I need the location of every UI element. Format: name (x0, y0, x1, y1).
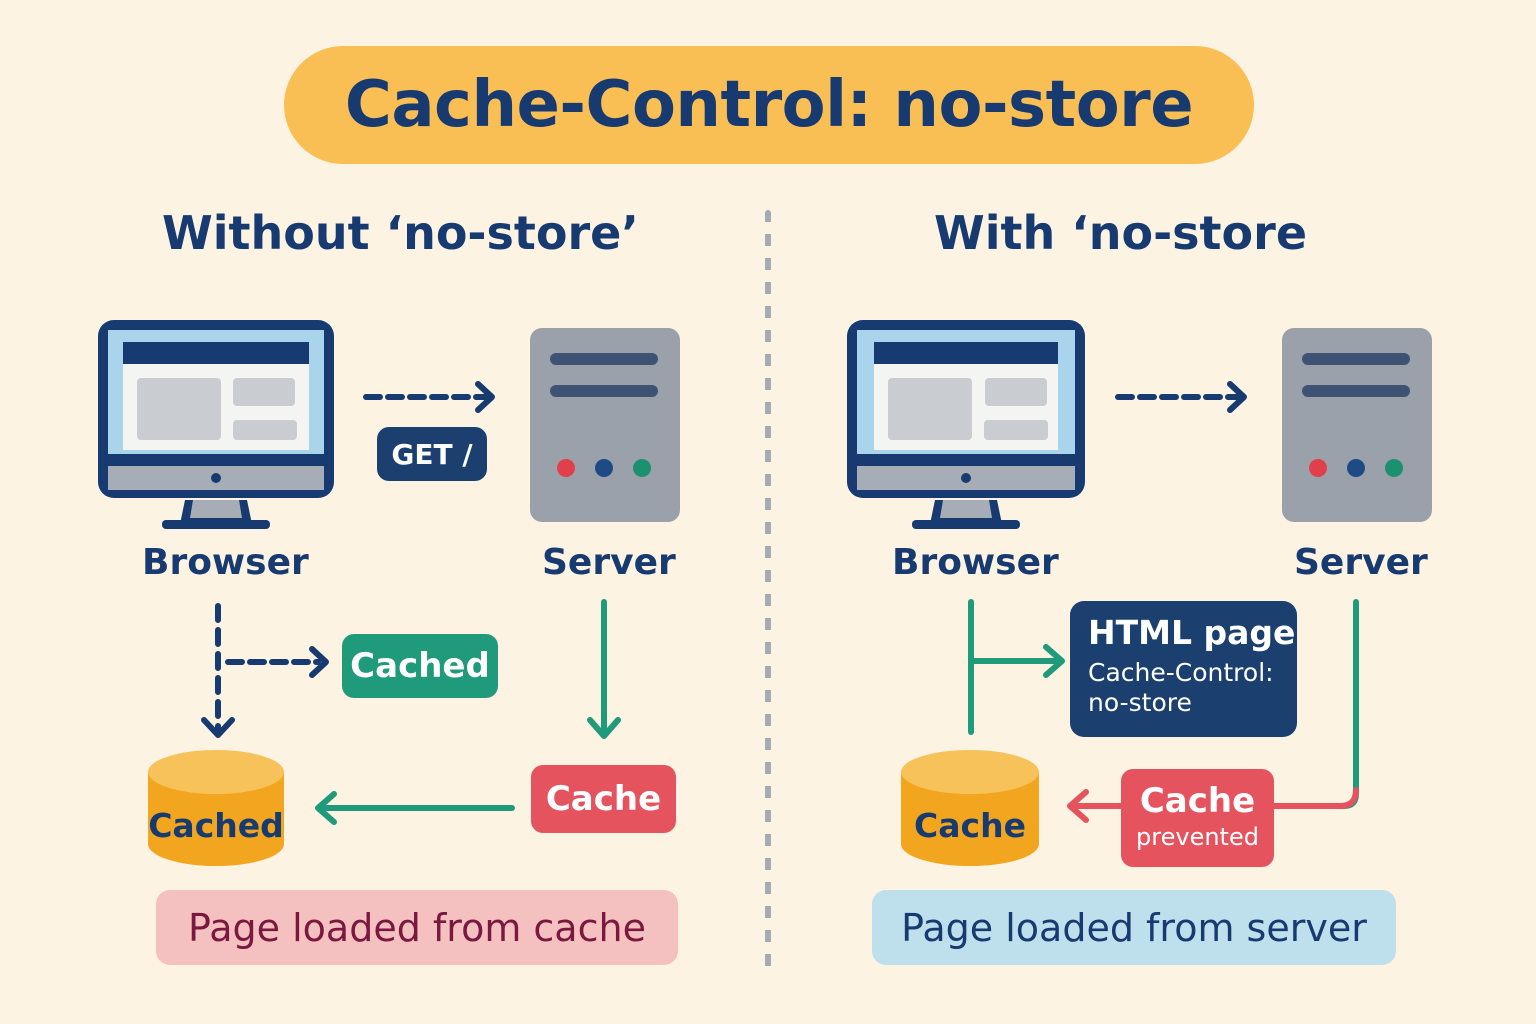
browser-response-arrow (968, 599, 1065, 735)
browser-label: Browser (142, 542, 309, 583)
server-icon (530, 328, 680, 522)
server-label: Server (542, 542, 676, 583)
result-server: Page loaded from server (872, 890, 1396, 965)
browser-label: Browser (892, 542, 1059, 583)
response-title: HTML page (1088, 613, 1296, 652)
get-request-tag: GET / (377, 427, 487, 481)
store-arrow (315, 791, 515, 825)
server-icon (1282, 328, 1432, 522)
cache-database-icon (148, 750, 284, 866)
server-response-arrow (587, 599, 621, 739)
cached-tag: Cached (342, 634, 498, 698)
html-response-box: HTML page Cache-Control: no-store (1070, 601, 1297, 737)
blocked-arrow (1067, 789, 1127, 823)
cache-database-icon (901, 750, 1039, 866)
browser-cache-arrow (201, 603, 329, 738)
left-heading: Without ‘no-store’ (162, 206, 639, 260)
monitor-icon (847, 320, 1085, 529)
cache-prevented-title: Cache (1139, 781, 1256, 821)
server-label: Server (1294, 542, 1428, 583)
db-label: Cached (148, 806, 284, 845)
db-label: Cache (914, 806, 1026, 845)
monitor-icon (98, 320, 334, 529)
cache-prevented-box: Cache prevented (1121, 769, 1274, 867)
result-cache: Page loaded from cache (156, 890, 678, 965)
result-text: Page loaded from cache (188, 905, 646, 950)
divider (765, 210, 771, 970)
result-text: Page loaded from server (901, 905, 1367, 950)
response-value: no-store (1088, 688, 1192, 717)
page-title: Cache-Control: no-store (344, 68, 1194, 142)
title-banner: Cache-Control: no-store (284, 46, 1254, 164)
right-heading: With ‘no-store (934, 206, 1308, 260)
request-arrow (1115, 381, 1247, 413)
response-header: Cache-Control: (1088, 658, 1274, 687)
cache-tag: Cache (531, 765, 676, 833)
request-arrow (363, 381, 495, 413)
cache-prevented-sub: prevented (1136, 823, 1259, 851)
server-response-line (1269, 599, 1359, 809)
